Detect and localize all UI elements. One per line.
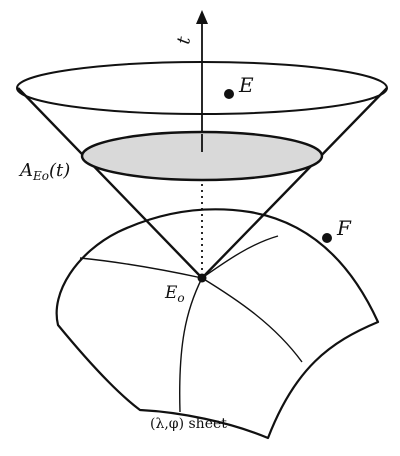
sheet-grid-line-vertical bbox=[179, 277, 203, 413]
cone-top-rim bbox=[16, 61, 388, 115]
point-E0-label: Eo bbox=[164, 283, 185, 305]
point-E bbox=[224, 89, 234, 99]
sheet-grid-line-lower bbox=[201, 277, 303, 363]
region-label-arg: (t) bbox=[49, 160, 70, 181]
point-E-label: E bbox=[238, 73, 254, 97]
point-E0-label-main: E bbox=[164, 283, 178, 303]
point-E0 bbox=[197, 273, 207, 283]
sheet-label: (λ,φ) sheet bbox=[150, 416, 227, 432]
sheet-outline bbox=[55, 208, 380, 440]
reachable-region-disk bbox=[80, 130, 324, 182]
region-label-sub: Eo bbox=[32, 169, 49, 183]
point-F bbox=[322, 233, 332, 243]
point-E0-label-sub: o bbox=[177, 291, 184, 305]
region-label: AEo(t) bbox=[18, 160, 70, 183]
t-axis-arrowhead bbox=[196, 10, 208, 24]
point-F-label: F bbox=[336, 216, 352, 240]
t-axis-label: t bbox=[173, 34, 195, 46]
cone-left-edge bbox=[17, 87, 203, 279]
region-label-main: A bbox=[18, 160, 33, 181]
parameter-sheet bbox=[55, 208, 380, 440]
cone-right-edge bbox=[201, 87, 388, 279]
light-cone bbox=[16, 61, 388, 279]
